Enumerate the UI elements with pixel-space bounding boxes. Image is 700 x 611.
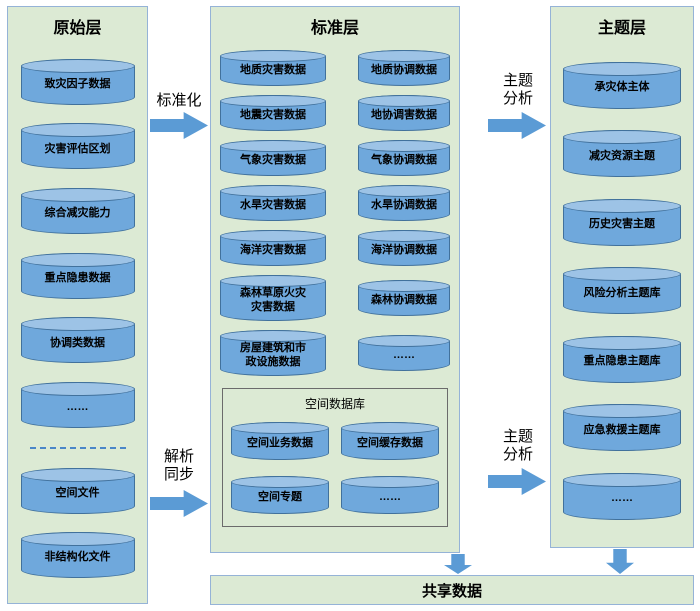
theme-analysis-top-label: 主题 分析 bbox=[502, 72, 533, 107]
db-cylinder-mitigation-capacity: 综合减灾能力 bbox=[20, 188, 135, 235]
cylinder-label: 空间业务数据 bbox=[247, 436, 313, 449]
shared-data-bar: 共享数据 bbox=[210, 575, 694, 605]
cylinder-label: 重点隐患数据 bbox=[44, 271, 111, 284]
db-cylinder-coordination: 协调类数据 bbox=[20, 317, 135, 364]
cylinder-label: 非结构化文件 bbox=[44, 551, 111, 564]
cylinder-label: 气象灾害数据 bbox=[240, 153, 306, 166]
original-layer-title: 原始层 bbox=[53, 20, 102, 37]
db-cylinder-historical-disaster: 历史灾害主题 bbox=[563, 198, 681, 246]
db-cylinder-flood-drought-disaster: 水旱灾害数据 bbox=[220, 185, 326, 221]
cylinder-label: 协调类数据 bbox=[50, 336, 105, 349]
cylinder-label: 气象协调数据 bbox=[371, 153, 437, 166]
parse-sync-arrow-icon bbox=[150, 490, 208, 517]
db-cylinder-disaster-assessment: 灾害评估区划 bbox=[20, 123, 135, 170]
cylinder-label: 地震灾害数据 bbox=[240, 108, 306, 121]
dashed-divider bbox=[29, 446, 126, 449]
db-cylinder-meteo-coord: 气象协调数据 bbox=[358, 140, 450, 176]
cylinder-label: 水旱协调数据 bbox=[371, 198, 437, 211]
cylinder-label: 历史灾害主题 bbox=[589, 218, 655, 231]
db-cylinder-ellipsis: …… bbox=[358, 335, 450, 371]
cylinder-label: 空间文件 bbox=[55, 486, 100, 499]
db-cylinder-emergency-rescue: 应急救援主题库 bbox=[563, 404, 681, 451]
cylinder-label: …… bbox=[393, 348, 415, 361]
cylinder-label: 综合减灾能力 bbox=[44, 207, 111, 220]
db-cylinder-spatial-business: 空间业务数据 bbox=[231, 422, 329, 460]
theme-analysis-bottom-arrow-icon bbox=[488, 468, 546, 495]
spatial-database-title: 空间数据库 bbox=[304, 397, 365, 411]
panel-original-layer: 原始层 致灾因子数据 灾害评估区划 综合减灾能力 重点隐患数据 协调类数据 ……… bbox=[7, 6, 148, 604]
spatial-database-grid: 空间业务数据 空间缓存数据 空间专题 …… bbox=[223, 422, 447, 514]
spatial-database-box: 空间数据库 空间业务数据 空间缓存数据 空间专题 …… bbox=[222, 388, 448, 527]
db-cylinder-flood-drought-coord: 水旱协调数据 bbox=[358, 185, 450, 221]
db-cylinder-ellipsis: …… bbox=[563, 472, 681, 520]
cylinder-label: 海洋协调数据 bbox=[371, 243, 437, 256]
db-cylinder-building-municipal: 房屋建筑和市 政设施数据 bbox=[220, 330, 326, 376]
cylinder-label: 森林协调数据 bbox=[371, 293, 437, 306]
theme-to-shared-arrow-icon bbox=[606, 549, 634, 574]
theme-layer-title: 主题层 bbox=[597, 20, 646, 37]
cylinder-label: 地质灾害数据 bbox=[240, 63, 306, 76]
standardize-label: 标准化 bbox=[156, 92, 202, 109]
db-cylinder-marine-coord: 海洋协调数据 bbox=[358, 230, 450, 266]
cylinder-label: 空间缓存数据 bbox=[357, 436, 423, 449]
db-cylinder-risk-analysis: 风险分析主题库 bbox=[563, 267, 681, 314]
standardize-arrow-icon bbox=[150, 112, 208, 139]
db-cylinder-spatial-theme: 空间专题 bbox=[231, 476, 329, 514]
cylinder-label: 水旱灾害数据 bbox=[240, 198, 306, 211]
db-cylinder-earthquake-disaster: 地震灾害数据 bbox=[220, 95, 326, 131]
cylinder-label: 地协调害数据 bbox=[371, 108, 437, 121]
panel-theme-layer: 主题层 承灾体主体 减灾资源主题 历史灾害主题 风险分析主题库 重点隐患主题库 … bbox=[550, 6, 694, 548]
standard-layer-grid: 地质灾害数据 地质协调数据 地震灾害数据 地协调害数据 气象灾害数据 气象协调数… bbox=[211, 50, 459, 376]
cylinder-label: 致灾因子数据 bbox=[44, 77, 111, 90]
db-cylinder-key-hazard-theme: 重点隐患主题库 bbox=[563, 335, 681, 383]
db-cylinder-mitigation-resources: 减灾资源主题 bbox=[563, 130, 681, 177]
cylinder-label: 房屋建筑和市 政设施数据 bbox=[240, 341, 306, 368]
db-cylinder-ellipsis: …… bbox=[341, 476, 439, 514]
db-cylinder-meteo-disaster: 气象灾害数据 bbox=[220, 140, 326, 176]
cylinder-label: 灾害评估区划 bbox=[44, 142, 111, 155]
db-cylinder-earthquake-coord: 地协调害数据 bbox=[358, 95, 450, 131]
db-cylinder-disaster-factor: 致灾因子数据 bbox=[20, 58, 135, 105]
cylinder-label: 地质协调数据 bbox=[371, 63, 437, 76]
cylinder-label: 空间专题 bbox=[258, 490, 302, 503]
parse-sync-label: 解析 同步 bbox=[163, 448, 194, 483]
db-cylinder-spatial-files: 空间文件 bbox=[20, 467, 135, 514]
cylinder-label: …… bbox=[66, 401, 89, 414]
theme-analysis-top-arrow-icon bbox=[488, 112, 546, 139]
db-cylinder-key-hazard: 重点隐患数据 bbox=[20, 252, 135, 299]
panel-standard-layer: 标准层 地质灾害数据 地质协调数据 地震灾害数据 地协调害数据 气象灾害数据 气… bbox=[210, 6, 460, 553]
cylinder-label: 承灾体主体 bbox=[594, 81, 650, 94]
standard-to-shared-arrow-icon bbox=[444, 554, 472, 574]
cylinder-label: 森林草原火灾 灾害数据 bbox=[240, 286, 306, 313]
original-layer-stack: 致灾因子数据 灾害评估区划 综合减灾能力 重点隐患数据 协调类数据 …… 空间文… bbox=[8, 38, 147, 603]
cylinder-label: 应急救援主题库 bbox=[583, 423, 661, 436]
cylinder-label: 重点隐患主题库 bbox=[583, 355, 661, 368]
theme-layer-stack: 承灾体主体 减灾资源主题 历史灾害主题 风险分析主题库 重点隐患主题库 应急救援… bbox=[551, 38, 693, 547]
shared-data-label: 共享数据 bbox=[421, 582, 482, 600]
cylinder-label: 减灾资源主题 bbox=[589, 149, 655, 162]
db-cylinder-forest-coord: 森林协调数据 bbox=[358, 280, 450, 316]
cylinder-label: …… bbox=[611, 492, 633, 505]
db-cylinder-disaster-bearing-body: 承灾体主体 bbox=[563, 61, 681, 109]
db-cylinder-forest-fire-disaster: 森林草原火灾 灾害数据 bbox=[220, 275, 326, 321]
db-cylinder-ellipsis: …… bbox=[20, 382, 135, 429]
db-cylinder-unstructured-files: 非结构化文件 bbox=[20, 532, 135, 579]
db-cylinder-geology-disaster: 地质灾害数据 bbox=[220, 50, 326, 86]
db-cylinder-spatial-cache: 空间缓存数据 bbox=[341, 422, 439, 460]
theme-analysis-bottom-label: 主题 分析 bbox=[502, 428, 533, 463]
cylinder-label: 海洋灾害数据 bbox=[240, 243, 306, 256]
standard-layer-title: 标准层 bbox=[310, 20, 359, 37]
cylinder-label: 风险分析主题库 bbox=[583, 286, 661, 299]
db-cylinder-marine-disaster: 海洋灾害数据 bbox=[220, 230, 326, 266]
cylinder-label: …… bbox=[379, 490, 401, 503]
db-cylinder-geology-coord: 地质协调数据 bbox=[358, 50, 450, 86]
